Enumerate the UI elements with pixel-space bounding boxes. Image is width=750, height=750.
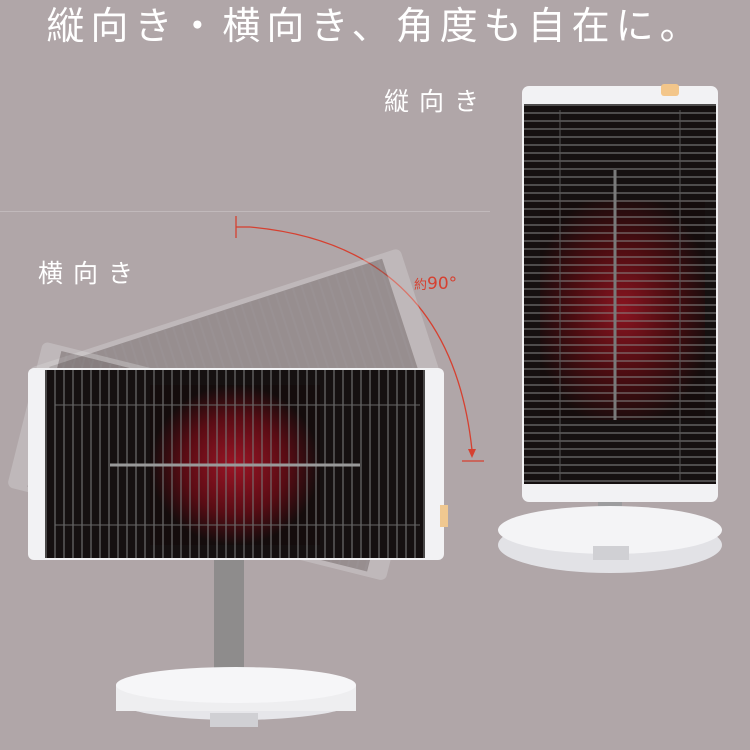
angle-value: 90° bbox=[427, 274, 458, 294]
headline: 縦向き・横向き、角度も自在に。 bbox=[46, 4, 704, 48]
label-vertical: 縦向き bbox=[384, 87, 490, 116]
label-horizontal: 横向き bbox=[38, 259, 144, 288]
angle-prefix: 約 bbox=[414, 278, 428, 293]
divider-line bbox=[0, 211, 490, 212]
angle-annotation: 約90° bbox=[414, 274, 457, 294]
heater-horizontal bbox=[28, 368, 448, 727]
heater-vertical bbox=[498, 84, 722, 573]
rotation-arc bbox=[235, 216, 484, 462]
